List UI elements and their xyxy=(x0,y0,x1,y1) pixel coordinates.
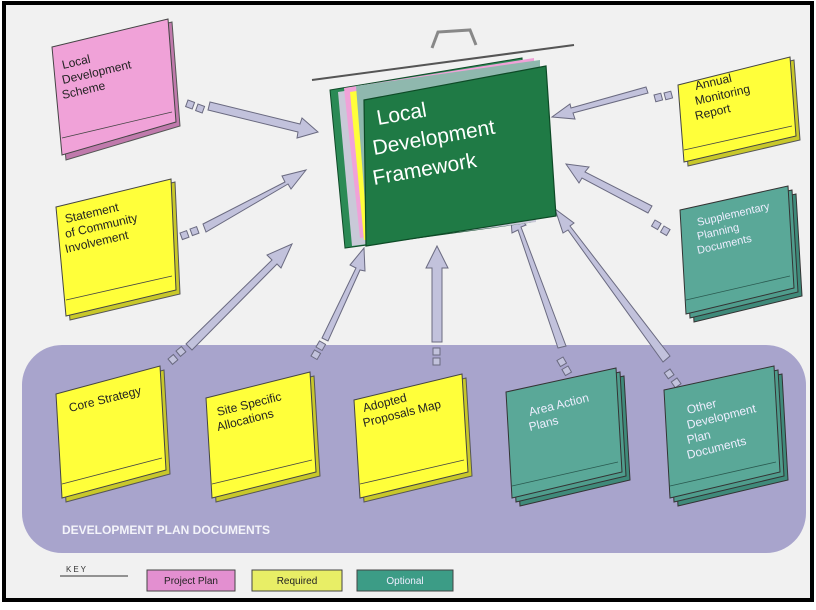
arrow-core xyxy=(167,243,294,366)
dpd-panel-label: DEVELOPMENT PLAN DOCUMENTS xyxy=(62,523,270,537)
key-label-project-plan: Project Plan xyxy=(164,576,218,587)
key-swatch-project-plan xyxy=(146,569,236,592)
other-development-plan-documents-folder: Other Development Plan Documents xyxy=(663,365,789,507)
site-specific-allocations-folder: Site Specific Allocations xyxy=(205,371,321,503)
arrow-other xyxy=(554,207,682,389)
key-legend: KEY Project Plan Required Optional xyxy=(60,565,454,592)
arrow-site xyxy=(310,246,366,361)
arrow-lds xyxy=(184,99,320,139)
arrow-spd xyxy=(564,163,671,237)
key-title: KEY xyxy=(66,565,88,574)
other-line-3: Plan xyxy=(685,428,712,447)
folder-tab xyxy=(430,28,478,49)
key-label-required: Required xyxy=(277,576,318,587)
key-swatch-optional xyxy=(356,569,454,592)
lds-line-1: Local xyxy=(61,52,92,72)
local-development-framework-folder: Local Development Framework xyxy=(311,28,575,249)
hanger-rod xyxy=(311,44,575,81)
adopted-proposals-map-folder: Adopted Proposals Map xyxy=(353,373,473,503)
statement-of-community-involvement-folder: Statement of Community Involvement xyxy=(55,178,181,321)
annual-monitoring-report-folder: Annual Monitoring Report xyxy=(677,56,801,167)
core-strategy-folder: Core Strategy xyxy=(55,365,171,503)
arrow-sci xyxy=(179,169,308,241)
key-swatch-required xyxy=(251,569,343,592)
local-development-scheme-folder: Local Development Scheme xyxy=(51,18,181,161)
area-action-plans-folder: Area Action Plans xyxy=(505,367,631,507)
arrow-apm xyxy=(425,244,449,366)
key-label-optional: Optional xyxy=(386,576,423,587)
arrow-amr xyxy=(550,86,674,120)
supplementary-planning-documents-folder: Supplementary Planning Documents xyxy=(679,185,803,323)
arrows xyxy=(167,86,682,389)
